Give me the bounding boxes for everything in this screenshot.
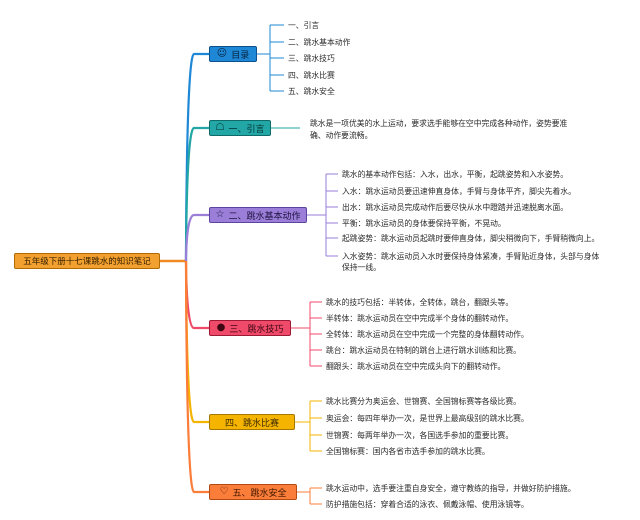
leaf-toc-0: 一、引言	[288, 21, 320, 30]
heart-icon: ♡	[219, 486, 229, 497]
leaf-toc-3: 四、跳水比赛	[288, 71, 335, 80]
branch-connector-competition	[184, 260, 209, 424]
branch-skills[interactable]: ●三、跳水技巧	[209, 320, 291, 336]
leaf-basic-0: 跳水的基本动作包括：入水，出水，平衡，起跳姿势和入水姿势。	[342, 170, 569, 179]
leaf-competition-2: 世锦赛：每两年举办一次，各国选手参加的重要比赛。	[326, 431, 514, 440]
branch-competition[interactable]: 四、跳水比赛	[209, 414, 295, 430]
branch-label: 二、跳水基本动作	[228, 211, 301, 222]
leaf-basic-4: 起跳姿势：跳水运动员起跳时要伸直身体，脚尖稍微向下，手臂稍微向上。	[342, 234, 600, 243]
smile-face-icon: ☺	[216, 48, 228, 59]
leaf-skills-4: 翻跟头：跳水运动员在空中完成头向下的翻转动作。	[326, 362, 506, 371]
leaf-basic-2: 出水：跳水运动员完成动作后要尽快从水中蹬踏并迅速脱离水面。	[342, 203, 569, 212]
leaf-skills-2: 全转体：跳水运动员在空中完成一个完整的身体翻转动作。	[326, 330, 529, 339]
leaf-skills-0: 跳水的技巧包括：半转体，全转体，跳台，翻跟头等。	[326, 298, 514, 307]
leaf-safety-0: 跳水运动中，选手要注重自身安全，遵守教练的指导，并做好防护措施。	[326, 484, 576, 493]
root-label: 五年级下册十七课跳水的知识笔记	[23, 257, 151, 267]
branch-label: 三、跳水技巧	[229, 324, 284, 335]
leaf-competition-0: 跳水比赛分为奥运会、世锦赛、全国锦标赛等各级比赛。	[326, 397, 521, 406]
leaf-toc-2: 三、跳水技巧	[288, 54, 335, 63]
branch-label: 四、跳水比赛	[224, 418, 279, 429]
circle-icon: ●	[216, 322, 226, 333]
leaf-competition-1: 奥运会：每四年举办一次，是世界上最高级别的跳水比赛。	[326, 414, 529, 423]
leaf-basic-1: 入水：跳水运动员要迅速伸直身体，手臂与身体平齐，脚尖先着水。	[342, 187, 576, 196]
leaf-toc-1: 二、跳水基本动作	[288, 38, 351, 47]
branch-intro[interactable]: ☖一、引言	[209, 120, 271, 136]
branch-label: 五、跳水安全	[232, 488, 287, 499]
leaf-basic-5: 入水姿势：跳水运动员入水时要保持身体紧凑，手臂贴近身体，头部与身体保持一线。	[342, 252, 600, 272]
branch-label: 一、引言	[228, 124, 265, 135]
branch-toc[interactable]: ☺目录	[209, 46, 257, 62]
leaf-basic-3: 平衡：跳水运动员的身体要保持平衡，不晃动。	[342, 219, 506, 228]
leaf-competition-3: 全国锦标赛：国内各省市选手参加的跳水比赛。	[326, 447, 490, 456]
branch-label: 目录	[231, 50, 250, 61]
branch-connector-skills	[184, 260, 209, 330]
leaf-safety-1: 防护措施包括：穿着合适的泳衣、佩戴泳帽、使用泳镜等。	[326, 500, 529, 509]
leaf-skills-3: 跳台：跳水运动员在特制的跳台上进行跳水训练和比赛。	[326, 346, 521, 355]
branch-connector-basic	[184, 213, 209, 262]
branch-connector-safety	[184, 260, 209, 494]
leaf-skills-1: 半转体：跳水运动员在空中完成半个身体的翻转动作。	[326, 314, 514, 323]
branch-safety[interactable]: ♡五、跳水安全	[209, 484, 297, 500]
star-icon: ☆	[215, 209, 225, 220]
branch-basic[interactable]: ☆二、跳水基本动作	[209, 207, 307, 223]
house-icon: ☖	[215, 122, 225, 133]
branch-connector-intro	[184, 126, 209, 262]
root-node[interactable]: 五年级下册十七课跳水的知识笔记	[14, 253, 160, 269]
leaf-intro-0: 跳水是一项优美的水上运动，要求选手能够在空中完成各种动作，姿势要准确、动作要流畅…	[310, 119, 568, 140]
leaf-toc-4: 五、跳水安全	[288, 87, 335, 96]
